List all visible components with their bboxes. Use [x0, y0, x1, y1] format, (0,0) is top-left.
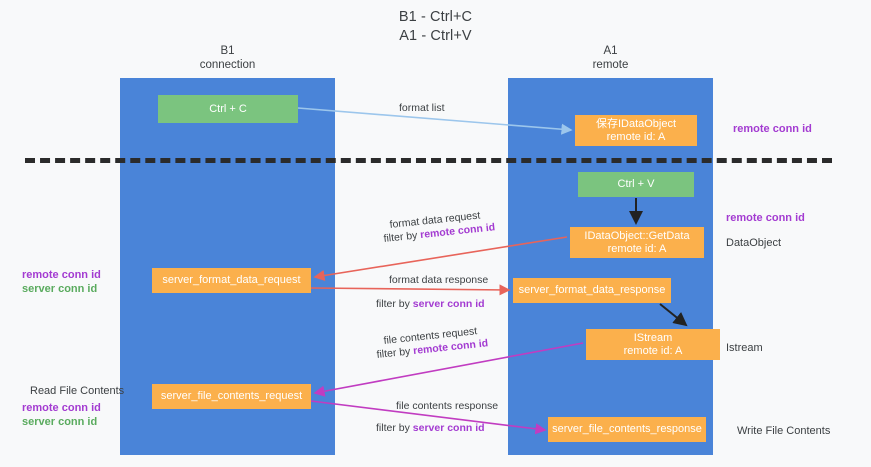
label-left-read-file-contents: Read File Contents — [30, 385, 125, 397]
box-istream-line2: remote id: A — [623, 344, 683, 357]
label-right-write-file-contents: Write File Contents — [737, 425, 831, 437]
flow-label-format-data-response-filter: filter by server conn id — [376, 298, 485, 311]
flow-label-format-list: format list — [399, 102, 445, 114]
title-line-1: B1 - Ctrl+C — [398, 9, 473, 25]
flow-label-format-data-response-filter-prefix: filter by — [376, 298, 413, 310]
box-server-format-data-response-label: server_format_data_response — [518, 284, 666, 296]
column-header-a1-name: A1 — [603, 45, 618, 57]
label-left-server-conn-id-bottom: server conn id — [22, 416, 98, 428]
box-save-idataobject-line1: 保存IDataObject — [595, 117, 677, 130]
label-right-dataobject: DataObject — [726, 237, 782, 249]
box-istream-line1: IStream — [633, 331, 673, 344]
box-server-file-contents-request[interactable]: server_file_contents_request — [152, 384, 311, 409]
phase-divider — [25, 158, 832, 163]
box-server-format-data-response[interactable]: server_format_data_response — [513, 278, 671, 303]
flow-label-file-contents-response-filter-value: server conn id — [412, 422, 485, 434]
box-ctrl-v-line1: Ctrl + V — [617, 178, 655, 190]
label-left-conn-ids-mid: remote conn id server conn id — [22, 268, 101, 296]
box-ctrl-v[interactable]: Ctrl + V — [578, 172, 694, 197]
label-left-remote-conn-id-mid: remote conn id — [22, 269, 101, 281]
box-istream[interactable]: IStream remote id: A — [586, 329, 720, 360]
column-header-a1: A1 remote — [508, 45, 713, 72]
box-server-file-contents-response-label: server_file_contents_response — [552, 423, 702, 435]
box-save-idataobject-line2: remote id: A — [606, 130, 666, 143]
column-header-a1-role: remote — [592, 58, 629, 71]
box-ctrl-c-line1: Ctrl + C — [209, 102, 247, 115]
title-line-2: A1 - Ctrl+V — [399, 28, 472, 44]
box-server-format-data-request[interactable]: server_format_data_request — [152, 268, 311, 293]
label-left-conn-ids-bottom: remote conn id server conn id — [22, 401, 101, 429]
flow-label-file-contents-response-filter-prefix: filter by — [376, 422, 413, 434]
box-server-format-data-request-label: server_format_data_request — [162, 274, 301, 286]
label-right-remote-conn-id-top: remote conn id — [733, 123, 812, 135]
box-idataobject-getdata-line1: IDataObject::GetData — [584, 229, 690, 242]
flow-label-file-contents-response-filter: filter by server conn id — [376, 422, 485, 435]
box-ctrl-c[interactable]: Ctrl + C — [158, 95, 298, 123]
label-left-server-conn-id-mid: server conn id — [22, 283, 98, 295]
box-save-idataobject[interactable]: 保存IDataObject remote id: A — [575, 115, 697, 146]
flow-label-format-data-response-filter-value: server conn id — [412, 298, 485, 310]
label-right-remote-conn-id-mid: remote conn id — [726, 212, 805, 224]
box-idataobject-getdata[interactable]: IDataObject::GetData remote id: A — [570, 227, 704, 258]
page-title: B1 - Ctrl+C A1 - Ctrl+V — [0, 8, 871, 46]
flow-label-file-contents-request-filter-prefix: filter by — [376, 345, 414, 361]
flow-label-format-data-response: format data response — [389, 274, 489, 286]
label-right-istream: Istream — [726, 342, 763, 354]
column-header-b1: B1 connection — [120, 45, 335, 72]
box-idataobject-getdata-line2: remote id: A — [607, 242, 667, 255]
flow-label-file-contents-response: file contents response — [396, 400, 499, 412]
arrow-format-data-response — [310, 284, 511, 296]
label-left-remote-conn-id-bottom: remote conn id — [22, 402, 101, 414]
flow-label-format-data-request-filter-prefix: filter by — [383, 229, 421, 245]
column-header-b1-role: connection — [199, 58, 256, 71]
box-server-file-contents-response[interactable]: server_file_contents_response — [548, 417, 706, 442]
box-server-file-contents-request-label: server_file_contents_request — [160, 390, 303, 402]
column-header-b1-name: B1 — [220, 45, 235, 57]
